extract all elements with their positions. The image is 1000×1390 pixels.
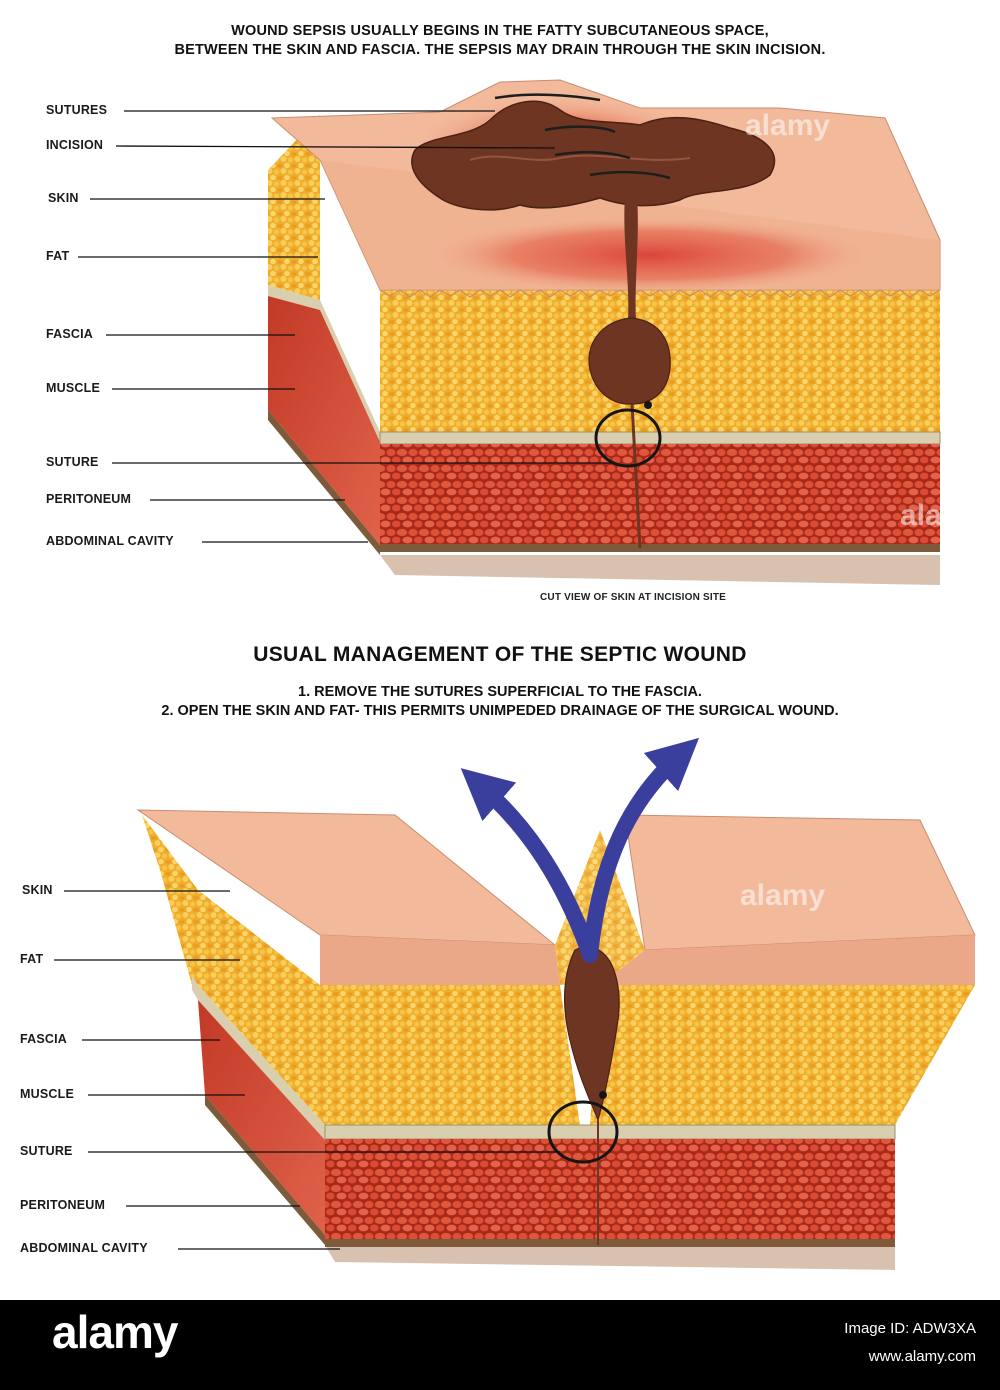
bottom-peritoneum-layer: [325, 1239, 895, 1247]
top-label-sutures: SUTURES: [46, 103, 108, 117]
top-side-muscle: [268, 296, 380, 545]
top-muscle-layer: [380, 444, 940, 544]
top-side-fascia: [268, 285, 380, 442]
top-side-fat: [268, 115, 320, 300]
management-steps: 1. REMOVE THE SUTURES SUPERFICIAL TO THE…: [0, 683, 1000, 721]
illustration-canvas: alamy ala alamy: [54, 79, 976, 1270]
top-drain-tract: [624, 195, 638, 320]
top-label-fascia: FASCIA: [46, 327, 94, 341]
bottom-label-suture: SUTURE: [20, 1144, 73, 1158]
top-caption-line2: BETWEEN THE SKIN AND FASCIA. THE SEPSIS …: [174, 42, 826, 58]
bottom-skin-right-front: [600, 935, 975, 985]
management-title: USUAL MANAGEMENT OF THE SEPTIC WOUND: [253, 643, 747, 666]
alamy-watermark-overlay: alamy ala alamy: [740, 109, 942, 912]
top-tissue-block: [268, 79, 941, 585]
top-label-incision: INCISION: [46, 138, 104, 152]
top-label-muscle: MUSCLE: [46, 381, 100, 395]
bottom-cavity-shadow: [325, 1245, 895, 1270]
bottom-label-skin: SKIN: [22, 883, 53, 897]
bottom-fat-left: [198, 890, 580, 1125]
top-caption: WOUND SEPSIS USUALLY BEGINS IN THE FATTY…: [0, 22, 1000, 60]
top-diagram-subtitle: CUT VIEW OF SKIN AT INCISION SITE: [540, 592, 727, 603]
top-label-suture: SUTURE: [46, 455, 99, 469]
svg-text:ala: ala: [900, 499, 942, 532]
bottom-fascia-suture-loop: [547, 1100, 619, 1164]
bottom-label-muscle: MUSCLE: [20, 1087, 74, 1101]
bottom-side-peritoneum: [205, 1095, 325, 1245]
bottom-label-peritoneum: PERITONEUM: [20, 1198, 106, 1212]
bottom-pus-drain: [563, 946, 620, 1122]
bottom-side-muscle: [198, 1000, 325, 1235]
top-peritoneum-layer: [380, 544, 940, 552]
management-step-1: 1. REMOVE THE SUTURES SUPERFICIAL TO THE…: [298, 684, 702, 700]
top-inflammation-zone: [420, 215, 880, 295]
top-abscess: [588, 317, 671, 405]
bottom-side-fascia: [192, 975, 325, 1140]
top-skin-sutures: [494, 93, 671, 180]
bottom-side-fat: [142, 815, 198, 1000]
image-id-text: Image ID: ADW3XA: [844, 1320, 976, 1337]
bottom-tissue-block: [136, 737, 976, 1270]
top-label-fat: FAT: [46, 249, 70, 263]
bottom-muscle-layer: [325, 1139, 895, 1239]
top-side-peritoneum: [268, 410, 380, 555]
top-cavity-shadow: [380, 555, 940, 585]
svg-text:alamy: alamy: [740, 879, 825, 912]
watermark-banner: [0, 1300, 1000, 1390]
drainage-arrow-right: [582, 737, 700, 963]
alamy-logo: alamy: [52, 1306, 178, 1358]
bottom-fascia-layer: [324, 1124, 896, 1140]
bottom-skin-left-front: [320, 935, 560, 985]
top-caption-line1: WOUND SEPSIS USUALLY BEGINS IN THE FATTY…: [231, 23, 769, 39]
bottom-leader-lines: [54, 890, 560, 1250]
bottom-label-abdominal-cavity: ABDOMINAL CAVITY: [20, 1241, 148, 1255]
drainage-arrow-left: [460, 768, 598, 963]
svg-text:alamy: alamy: [745, 109, 830, 142]
management-step-2: 2. OPEN THE SKIN AND FAT- THIS PERMITS U…: [161, 703, 839, 719]
site-url-text[interactable]: www.alamy.com: [868, 1348, 976, 1365]
top-label-peritoneum: PERITONEUM: [46, 492, 132, 506]
top-fascia-suture-loop: [594, 408, 662, 468]
bottom-label-fascia: FASCIA: [20, 1032, 68, 1046]
top-label-skin: SKIN: [48, 191, 79, 205]
top-leader-lines: [78, 110, 615, 543]
top-label-abdominal-cavity: ABDOMINAL CAVITY: [46, 534, 174, 548]
bottom-label-fat: FAT: [20, 952, 44, 966]
